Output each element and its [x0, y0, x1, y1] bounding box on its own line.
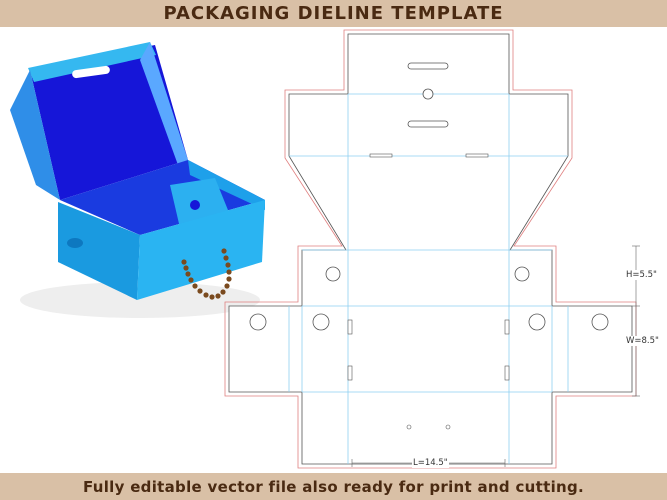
top-handle-slot	[407, 62, 449, 70]
page-title: PACKAGING DIELINE TEMPLATE	[163, 3, 504, 24]
mid-handle-slot	[407, 120, 449, 128]
lid-handle-slot	[72, 65, 110, 79]
rope-hole-right	[445, 424, 451, 430]
rope-hole-left	[406, 424, 412, 430]
fold-lines	[288, 93, 569, 464]
rope-handle	[181, 248, 232, 300]
box-side-hole	[67, 238, 83, 248]
lid-top-edge	[28, 42, 156, 82]
lid-inner-face	[30, 45, 188, 200]
box-front-left	[58, 202, 140, 300]
lid-left-flap	[10, 70, 60, 200]
length-dimension-label: L=14.5"	[412, 458, 449, 468]
caption-banner: Fully editable vector file also ready fo…	[0, 473, 667, 500]
width-dimension-label: W=8.5"	[625, 336, 660, 346]
inner-flap-hole	[190, 200, 200, 210]
cut-outline	[228, 33, 633, 465]
tab-slit-left	[369, 153, 393, 158]
lock-slots	[347, 319, 510, 381]
bleed-outline	[224, 29, 637, 469]
footer-caption: Fully editable vector file also ready fo…	[82, 477, 585, 496]
box-front-right	[137, 200, 265, 300]
title-banner: PACKAGING DIELINE TEMPLATE	[0, 0, 667, 27]
lid-right-flap	[140, 42, 188, 165]
height-dimension-label: H=5.5"	[625, 270, 658, 280]
side-holes	[249, 266, 609, 331]
box-inner-right	[188, 160, 265, 210]
lid-hole	[422, 88, 434, 100]
tab-slit-right	[465, 153, 489, 158]
